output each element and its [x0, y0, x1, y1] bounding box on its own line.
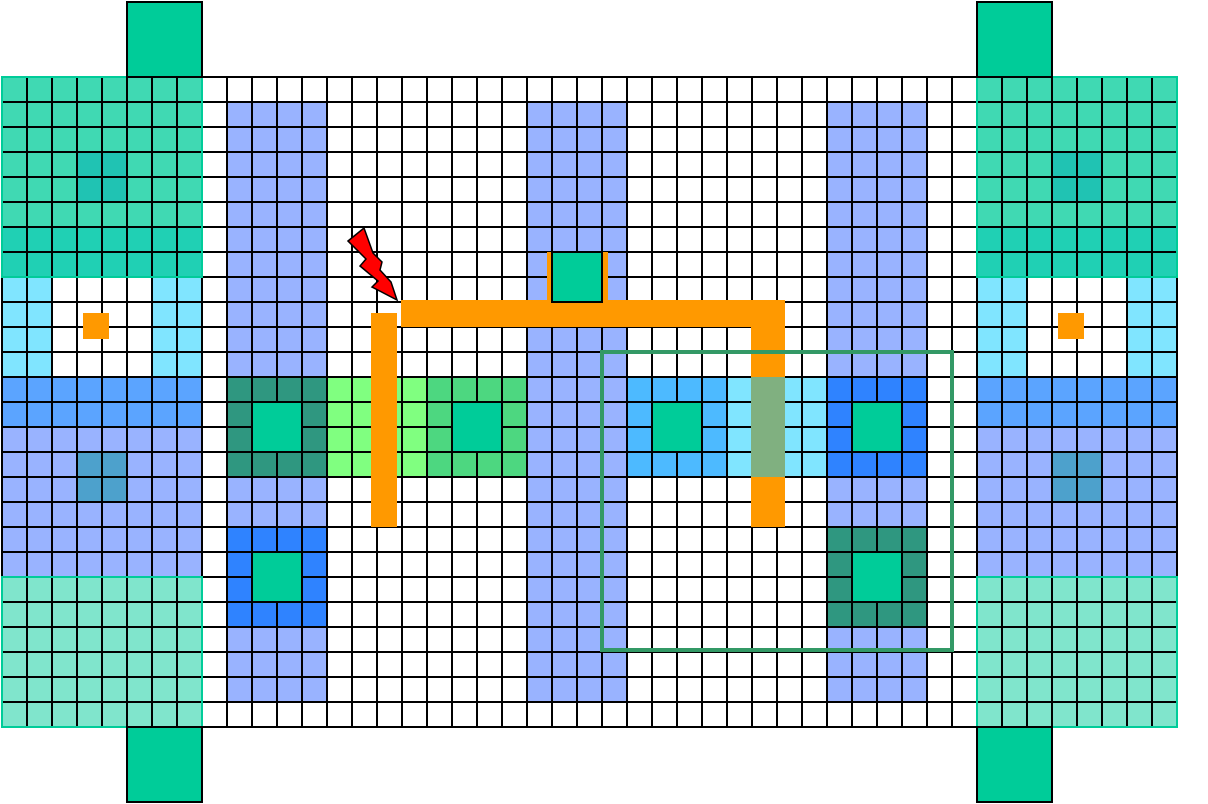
left-mint-border: [1, 576, 203, 728]
left-mint-core: [77, 452, 127, 502]
right-orange-marker: [1058, 313, 1084, 339]
right-teal-border: [976, 76, 1178, 278]
pad: [126, 1, 203, 78]
left-teal-band: [2, 227, 202, 277]
right-cyan-strip-a: [977, 277, 1027, 377]
contact: [251, 551, 303, 603]
contact: [251, 401, 303, 453]
right-cyan-strip-b: [1127, 277, 1177, 377]
left-blue-band: [2, 377, 202, 427]
left-cyan-core: [77, 152, 127, 202]
left-orange-marker: [83, 313, 109, 339]
left-mint-block: [2, 577, 202, 727]
orange-wire-vertical-left: [371, 313, 397, 527]
right-blue-band: [977, 377, 1177, 427]
contact: [851, 401, 903, 453]
selection-outline: [600, 350, 954, 652]
orange-wire-horizontal: [401, 300, 785, 327]
right-mint-border: [976, 576, 1178, 728]
right-mint-block: [977, 577, 1177, 727]
orange-blue-overlap: [751, 377, 785, 477]
contact: [851, 551, 903, 603]
contact: [451, 401, 503, 453]
pad: [976, 726, 1053, 803]
lightning-bolt-icon: [346, 226, 399, 302]
contact: [651, 401, 703, 453]
right-mint-core: [1052, 452, 1102, 502]
pad: [126, 726, 203, 803]
contact: [551, 251, 603, 303]
right-cyan-core: [1052, 152, 1102, 202]
periwinkle-column: [527, 102, 627, 702]
pad: [976, 1, 1053, 78]
right-teal-band: [977, 227, 1177, 277]
left-teal-border: [1, 76, 203, 278]
left-cyan-strip-a: [2, 277, 52, 377]
left-cyan-strip-b: [152, 277, 202, 377]
